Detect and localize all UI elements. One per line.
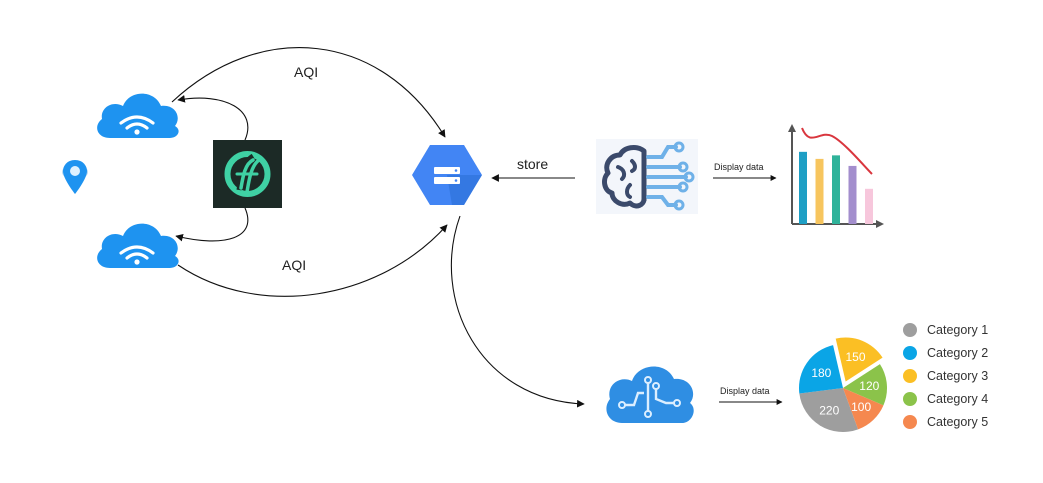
pie-slice bbox=[799, 345, 843, 394]
legend-swatch bbox=[903, 368, 917, 383]
bar bbox=[815, 158, 824, 224]
cloud-wifi-icon bbox=[97, 93, 179, 138]
legend-swatch bbox=[903, 391, 917, 406]
pie-value-label: 100 bbox=[851, 400, 871, 414]
pie-slice bbox=[843, 364, 887, 406]
bar-chart-icon bbox=[788, 124, 884, 228]
legend-swatch bbox=[903, 414, 917, 429]
display-data-top-label: Display data bbox=[714, 162, 764, 172]
display-data-bottom-label: Display data bbox=[720, 386, 770, 396]
pie-value-label: 150 bbox=[846, 350, 866, 364]
cloud-wifi-icon bbox=[97, 223, 179, 268]
legend-item: Category 5 bbox=[903, 410, 1023, 433]
map-pin-icon bbox=[62, 160, 88, 194]
x-axis-arrowhead bbox=[876, 220, 884, 228]
pie-chart-icon: 220 180 150 120 100 bbox=[799, 337, 887, 432]
pie-value-label: 120 bbox=[859, 379, 879, 393]
ff-logo-icon bbox=[213, 140, 282, 208]
legend-item: Category 1 bbox=[903, 318, 1023, 341]
legend-label: Category 4 bbox=[927, 391, 989, 406]
bar bbox=[865, 188, 873, 224]
legend-label: Category 1 bbox=[927, 322, 989, 337]
store-label: store bbox=[517, 156, 548, 172]
aqi-bottom-arrow bbox=[177, 224, 448, 297]
legend-item: Category 2 bbox=[903, 341, 1023, 364]
cloud-storage-server-icon bbox=[412, 145, 482, 205]
pie-value-label: 220 bbox=[819, 404, 839, 418]
aqi-top-arrow bbox=[171, 47, 446, 138]
gateway-to-bottom-cloud-arrow bbox=[175, 207, 249, 242]
aqi-bottom-label: AQI bbox=[282, 257, 306, 273]
legend-label: Category 5 bbox=[927, 414, 989, 429]
pie-slice bbox=[843, 388, 884, 430]
brain-ai-icon bbox=[596, 139, 698, 214]
y-axis-arrowhead bbox=[788, 124, 796, 132]
aqi-top-label: AQI bbox=[294, 64, 318, 80]
bar bbox=[799, 151, 807, 224]
bar bbox=[832, 155, 840, 224]
gateway-to-top-cloud-arrow bbox=[177, 95, 249, 141]
legend-item: Category 4 bbox=[903, 387, 1023, 410]
legend-swatch bbox=[903, 322, 917, 337]
legend-label: Category 2 bbox=[927, 345, 989, 360]
trend-line bbox=[801, 127, 873, 175]
pie-value-label: 180 bbox=[811, 366, 831, 380]
legend-label: Category 3 bbox=[927, 368, 989, 383]
storage-to-cloud-ai-arrow bbox=[450, 215, 585, 408]
pie-slice bbox=[835, 337, 883, 382]
pie-legend: Category 1 Category 2 Category 3 Categor… bbox=[903, 318, 1023, 433]
legend-swatch bbox=[903, 345, 917, 360]
bar bbox=[848, 165, 857, 224]
legend-item: Category 3 bbox=[903, 364, 1023, 387]
pie-slice bbox=[799, 388, 859, 432]
cloud-circuit-icon bbox=[606, 366, 694, 423]
